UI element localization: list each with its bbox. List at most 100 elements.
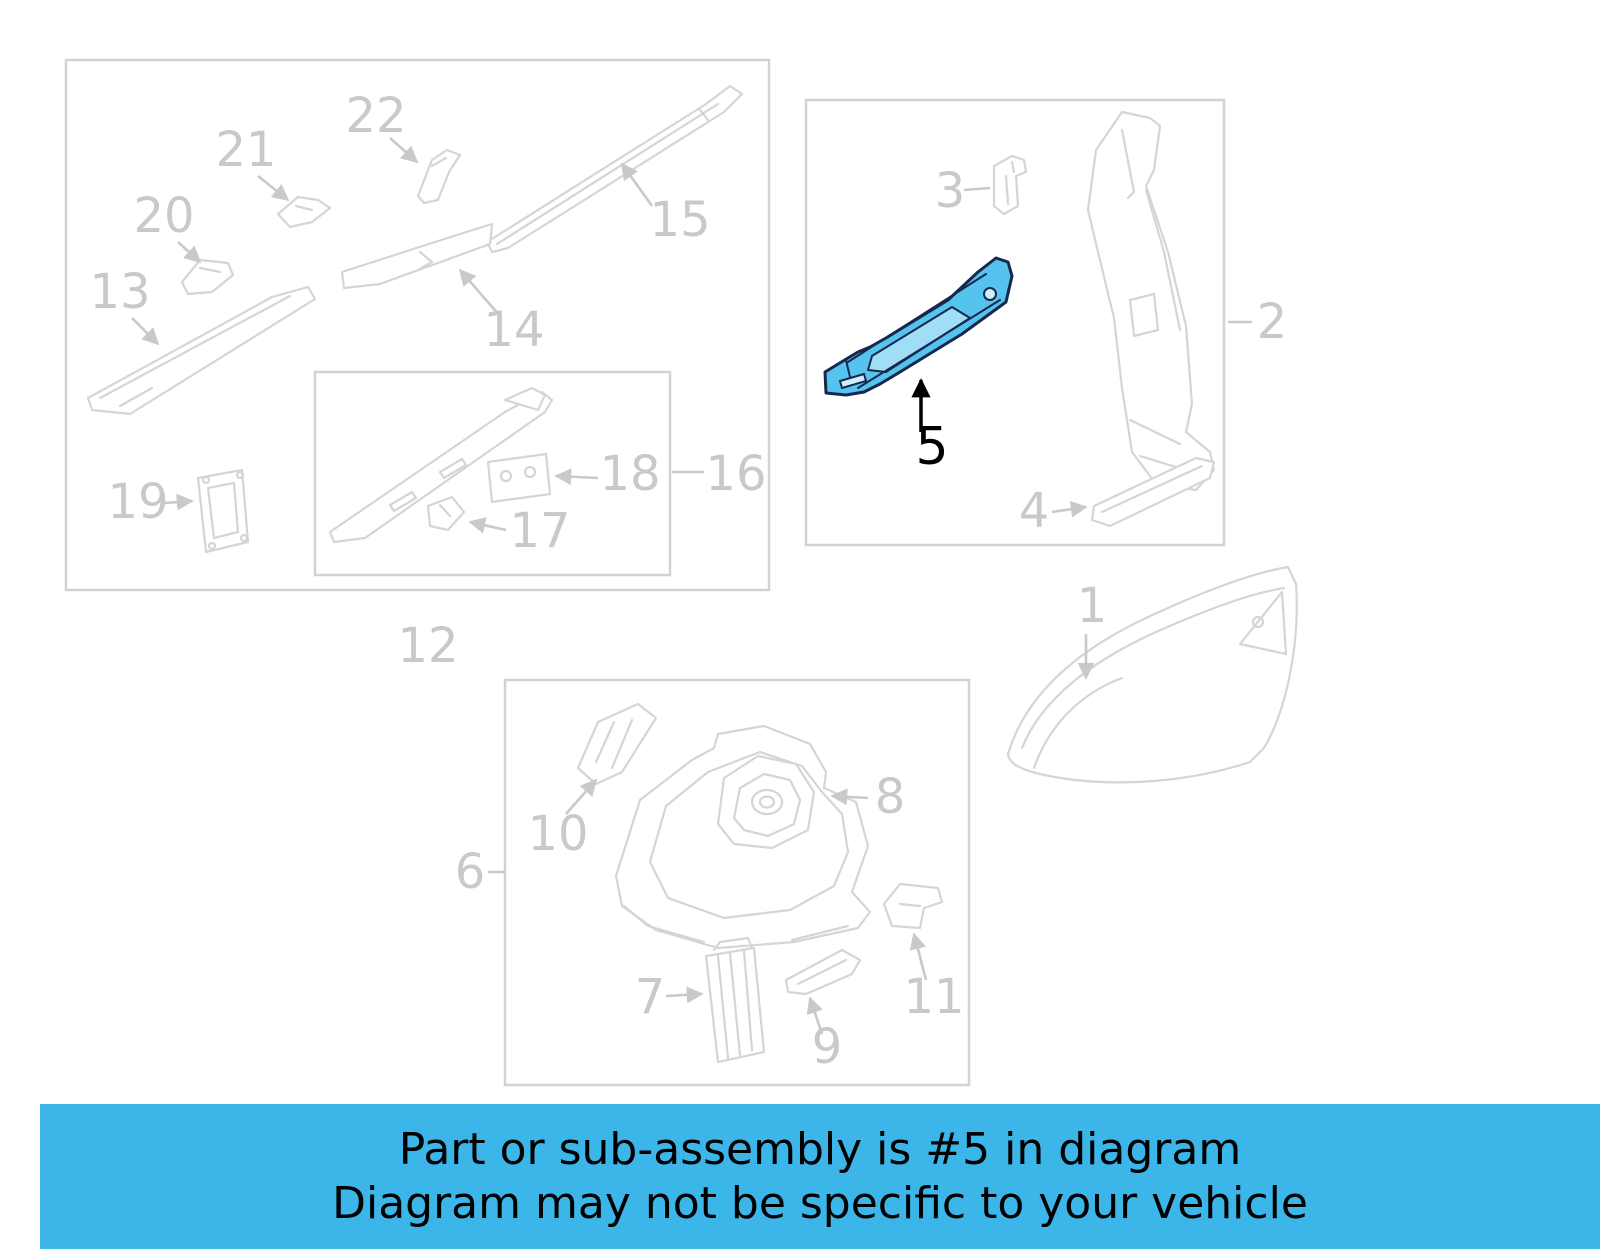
bolt-hole	[201, 475, 211, 485]
callout-2: 2	[1228, 294, 1287, 350]
sketch-line	[648, 750, 850, 920]
callout-15: 15	[620, 162, 711, 248]
leader-arrow	[565, 778, 598, 815]
ridge-line	[847, 273, 987, 363]
sketch-line	[742, 949, 754, 1052]
callout-17: 17	[468, 503, 571, 559]
part-10-drawing	[576, 702, 658, 786]
callout-21: 21	[215, 122, 290, 202]
callout-5-highlighted: 5	[911, 378, 949, 477]
bolt-hole	[235, 470, 245, 480]
callout-label-19: 19	[107, 474, 168, 530]
leader-line	[963, 186, 991, 192]
sketch-line	[495, 102, 720, 246]
part-outline	[576, 702, 658, 786]
leader-arrow	[389, 137, 419, 164]
part-17-drawing	[426, 495, 466, 532]
part-9-drawing	[784, 948, 862, 996]
callout-label-5: 5	[915, 417, 948, 477]
sketch-line	[1128, 418, 1182, 446]
part-19-drawing	[196, 468, 250, 554]
part-outline	[426, 495, 466, 532]
part-18-drawing	[486, 452, 552, 504]
callout-label-13: 13	[89, 264, 150, 320]
callout-1: 1	[1077, 578, 1108, 680]
callout-6: 6	[455, 844, 506, 900]
leader-arrow	[665, 986, 704, 1004]
ridge-line	[845, 359, 851, 378]
callout-label-17: 17	[509, 503, 570, 559]
bolt-hole	[1251, 615, 1265, 629]
sketch-line	[898, 902, 922, 908]
callout-label-12: 12	[397, 618, 458, 674]
ridge-line	[857, 299, 1001, 389]
part-1-drawing	[1006, 565, 1298, 784]
callout-12: 12	[397, 618, 458, 674]
part-13-drawing	[86, 285, 317, 416]
callout-label-2: 2	[1257, 294, 1288, 350]
sketch-line	[610, 718, 634, 770]
callout-label-8: 8	[875, 769, 906, 825]
leader-arrow	[163, 493, 194, 511]
left-assembly-box	[64, 58, 771, 592]
part-12-assembly-drawing	[328, 386, 554, 544]
callout-label-16: 16	[705, 446, 766, 502]
sketch-line	[1144, 188, 1182, 332]
sketch-line	[1100, 464, 1204, 514]
part-11-drawing	[882, 882, 944, 930]
bolt-hole	[239, 533, 249, 543]
part-22-drawing	[416, 148, 462, 205]
callout-11: 11	[903, 932, 965, 1025]
part-4-drawing	[1090, 456, 1216, 528]
callout-label-20: 20	[133, 188, 194, 244]
sketch-line	[430, 156, 448, 168]
sketch-line	[98, 294, 292, 400]
callout-14: 14	[458, 268, 545, 358]
callout-label-3: 3	[935, 163, 966, 219]
leader-arrow	[806, 996, 824, 1035]
sketch-line	[698, 108, 710, 122]
part-21-drawing	[276, 195, 332, 229]
leader-arrow	[257, 174, 290, 202]
callout-label-7: 7	[635, 969, 666, 1025]
right-assembly-box	[804, 98, 1226, 547]
part-15-drawing	[485, 84, 744, 254]
sketch-line	[790, 924, 850, 942]
leader-arrow	[830, 788, 869, 806]
sketch-line	[388, 490, 418, 513]
sketch-line	[1128, 292, 1160, 338]
sketch-line	[198, 266, 222, 274]
bolt-hole	[983, 287, 997, 301]
leader-arrow	[468, 517, 507, 534]
sketch-line	[438, 503, 452, 518]
part-outline	[416, 148, 462, 205]
callout-9: 9	[806, 996, 842, 1075]
part-outline	[1006, 565, 1298, 784]
sketch-line	[294, 204, 314, 212]
inner-assembly-box-12	[313, 370, 672, 577]
leader-arrow	[554, 468, 599, 486]
callout-label-10: 10	[527, 806, 588, 862]
callout-label-22: 22	[345, 88, 406, 144]
leader-arrow	[177, 241, 202, 264]
sketch-line	[1010, 160, 1016, 174]
sketch-line	[728, 951, 742, 1057]
part-8-drawing	[614, 724, 872, 950]
callout-label-4: 4	[1019, 483, 1050, 539]
slot-hole	[838, 372, 868, 390]
sketch-line	[206, 481, 240, 540]
sketch-line	[716, 954, 730, 1060]
callout-10: 10	[527, 778, 598, 862]
part-outline	[486, 452, 552, 504]
bolt-hole	[499, 469, 513, 483]
callout-label-15: 15	[649, 192, 710, 248]
leader-arrow	[458, 268, 501, 317]
callout-19: 19	[107, 474, 194, 530]
callout-label-1: 1	[1077, 578, 1108, 634]
sketch-line	[1020, 586, 1286, 750]
callout-20: 20	[133, 188, 202, 264]
part-14-drawing	[340, 222, 494, 290]
sketch-line	[732, 772, 802, 838]
bolt-hole	[523, 465, 537, 479]
